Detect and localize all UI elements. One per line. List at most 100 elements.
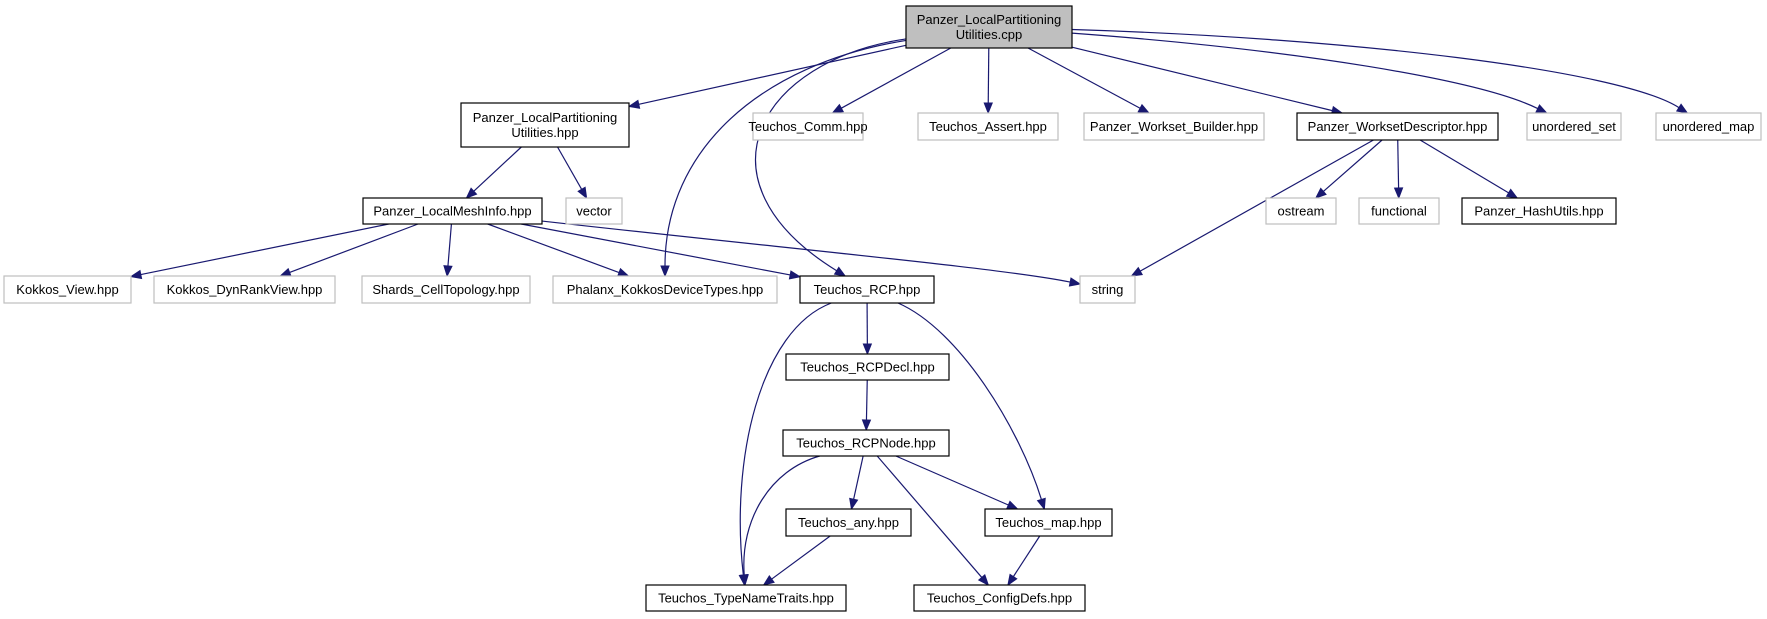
node-box [1461,197,1617,225]
node-label: Teuchos_Assert.hpp [929,119,1047,134]
arrowhead [1068,277,1082,287]
node-rcpnode[interactable]: Teuchos_RCPNode.hpp [782,429,950,457]
node-box [1079,275,1136,304]
node-umap[interactable]: unordered_map [1655,112,1762,141]
node-label: Panzer_Workset_Builder.hpp [1090,119,1258,134]
node-label: Panzer_LocalPartitioning [473,110,618,125]
edge-wsdesc-to-hashutils [1419,139,1509,194]
edge-rcp-to-map [897,302,1042,500]
arrowhead [849,497,859,511]
edge-map-to-configdefs [1012,535,1041,577]
node-comm[interactable]: Teuchos_Comm.hpp [748,112,868,141]
edge-rcpnode-to-configdefs [876,455,983,578]
node-label: Panzer_WorksetDescriptor.hpp [1308,119,1488,134]
node-phalanx[interactable]: Phalanx_KokkosDeviceTypes.hpp [552,275,778,304]
node-label: Teuchos_RCPNode.hpp [796,436,935,451]
edge-rcpnode-to-tnt [743,455,820,576]
node-box [1358,197,1440,225]
arrowhead [577,186,588,200]
edge-meshinfo-to-phalanx [487,223,620,274]
edge-meshinfo-to-string [541,220,1071,283]
node-label: Teuchos_TypeNameTraits.hpp [658,591,834,606]
edge-meshinfo-to-shards [447,223,453,267]
node-shards[interactable]: Shards_CellTopology.hpp [361,275,531,304]
node-label: Panzer_LocalMeshInfo.hpp [373,204,531,219]
node-wsdesc[interactable]: Panzer_WorksetDescriptor.hpp [1296,112,1499,141]
node-box [905,5,1073,49]
arrowhead [762,574,775,586]
node-box [1296,112,1499,141]
node-label: Teuchos_RCP.hpp [814,282,921,297]
node-tnt[interactable]: Teuchos_TypeNameTraits.hpp [645,584,847,612]
node-meshinfo[interactable]: Panzer_LocalMeshInfo.hpp [362,197,543,225]
node-string[interactable]: string [1079,275,1136,304]
arrowhead [1314,187,1327,199]
node-box [552,275,778,304]
arrowhead [616,267,630,277]
arrowhead [977,573,990,587]
edge-meshinfo-to-kview [140,223,389,276]
node-ostream[interactable]: ostream [1265,197,1337,225]
node-kview[interactable]: Kokkos_View.hpp [3,275,132,304]
node-map[interactable]: Teuchos_map.hpp [984,508,1113,537]
arrowhead [739,574,749,587]
edge-rcp-to-tnt [739,302,832,576]
node-kdyn[interactable]: Kokkos_DynRankView.hpp [153,275,336,304]
arrowhead [1137,103,1151,114]
node-box [984,508,1113,537]
edge-meshinfo-to-kdyn [289,223,419,274]
arrowhead [1535,104,1548,114]
edge-wsdesc-to-functional [1397,139,1400,189]
node-box [361,275,531,304]
node-rcp[interactable]: Teuchos_RCP.hpp [799,275,935,304]
node-label: Teuchos_map.hpp [995,515,1101,530]
edge-root-to-umap [1071,28,1680,109]
edge-root-to-assert [987,47,990,104]
arrowhead [1675,103,1689,114]
edge-any-to-tnt [771,535,831,580]
node-box [785,353,950,381]
node-label: Teuchos_Comm.hpp [748,119,867,134]
node-box [913,584,1086,612]
node-label: unordered_set [1532,119,1616,134]
node-uset[interactable]: unordered_set [1526,112,1622,141]
arrowhead [1393,187,1404,200]
node-box [1265,197,1337,225]
node-box [460,102,630,148]
node-label: Shards_CellTopology.hpp [372,282,519,297]
edge-rcpdecl-to-rcpnode [865,379,868,421]
node-box [3,275,132,304]
node-box [565,197,623,225]
node-box [1655,112,1762,141]
arrowhead [1007,573,1018,587]
node-rcpdecl[interactable]: Teuchos_RCPDecl.hpp [785,353,950,381]
node-layer: Panzer_LocalPartitioningUtilities.cppPan… [3,5,1762,612]
node-label: functional [1371,204,1427,219]
node-functional[interactable]: functional [1358,197,1440,225]
node-hashutils[interactable]: Panzer_HashUtils.hpp [1461,197,1617,225]
node-assert[interactable]: Teuchos_Assert.hpp [917,112,1059,141]
node-box [153,275,336,304]
node-box [782,429,950,457]
node-vector[interactable]: vector [565,197,623,225]
arrowhead [983,102,993,115]
arrowhead [862,343,873,356]
edge-lp_hpp-to-vector [557,146,583,190]
node-wsbuilder[interactable]: Panzer_Workset_Builder.hpp [1083,112,1265,141]
node-any[interactable]: Teuchos_any.hpp [785,508,912,537]
node-box [1083,112,1265,141]
edge-root-to-wsdesc [1071,46,1333,112]
node-label: Utilities.hpp [511,125,578,140]
node-label: Panzer_HashUtils.hpp [1474,204,1603,219]
node-label: unordered_map [1663,119,1755,134]
arrowhead [129,269,143,280]
node-configdefs[interactable]: Teuchos_ConfigDefs.hpp [913,584,1086,612]
node-box [645,584,847,612]
arrowhead [660,265,670,278]
arrowhead [861,419,872,432]
node-label: Teuchos_RCPDecl.hpp [800,360,934,375]
edge-root-to-uset [1071,32,1539,110]
